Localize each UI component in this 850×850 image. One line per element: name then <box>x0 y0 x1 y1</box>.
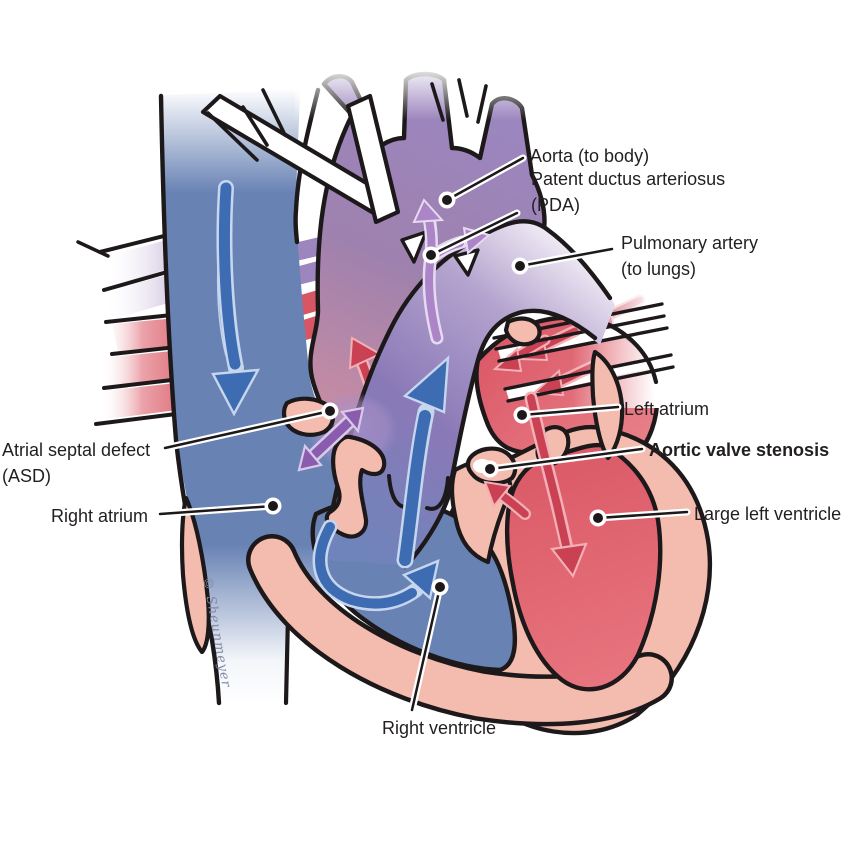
asd-shunt-arrow <box>297 406 365 472</box>
leader-lines <box>156 154 691 714</box>
mitral-lv-flow-arrow <box>524 391 588 579</box>
label-pa-line2: (to lungs) <box>621 259 697 279</box>
pulmonary-trunk-flow-arrow <box>396 355 450 569</box>
label-pa-line1: Pulmonary artery <box>621 233 759 253</box>
label-large-left-ventricle: Large left ventricle <box>694 501 841 527</box>
label-avs-text: Aortic valve stenosis <box>649 440 830 460</box>
aortic-regurg-arrow <box>483 480 531 520</box>
label-left-atrium-text: Left atrium <box>624 399 710 419</box>
label-aortic-valve-stenosis: Aortic valve stenosis <box>649 437 829 463</box>
right-ventricle-wall-band <box>246 534 674 727</box>
label-asd-line2: (ASD) <box>2 466 51 486</box>
label-pda-line1: Patent ductus arteriosus <box>531 169 726 189</box>
rv-flow-arrow <box>312 519 440 612</box>
label-asd-line1: Atrial septal defect <box>2 440 151 460</box>
branch-fork-lines <box>206 78 488 162</box>
leader-dots <box>264 191 607 596</box>
label-left-atrium: Left atrium <box>624 396 709 422</box>
label-pulmonary-artery: Pulmonary artery (to lungs) <box>621 230 758 282</box>
label-right-ventricle-text: Right ventricle <box>382 718 497 738</box>
vessel-gap-wedges <box>400 230 480 277</box>
crossing-vein <box>345 93 401 225</box>
label-llv-text: Large left ventricle <box>694 504 842 524</box>
label-pda-line2: (PDA) <box>531 195 580 215</box>
label-right-ventricle: Right ventricle <box>382 715 496 741</box>
label-aorta-text: Aorta (to body) <box>530 146 650 166</box>
label-right-atrium: Right atrium <box>51 503 148 529</box>
label-pda: Patent ductus arteriosus (PDA) <box>531 166 725 218</box>
svc-flow-arrow <box>211 180 261 417</box>
branch-tip-fade <box>295 66 550 120</box>
label-aorta: Aorta (to body) <box>530 143 649 169</box>
label-asd: Atrial septal defect (ASD) <box>2 437 150 489</box>
label-right-atrium-text: Right atrium <box>51 506 149 526</box>
